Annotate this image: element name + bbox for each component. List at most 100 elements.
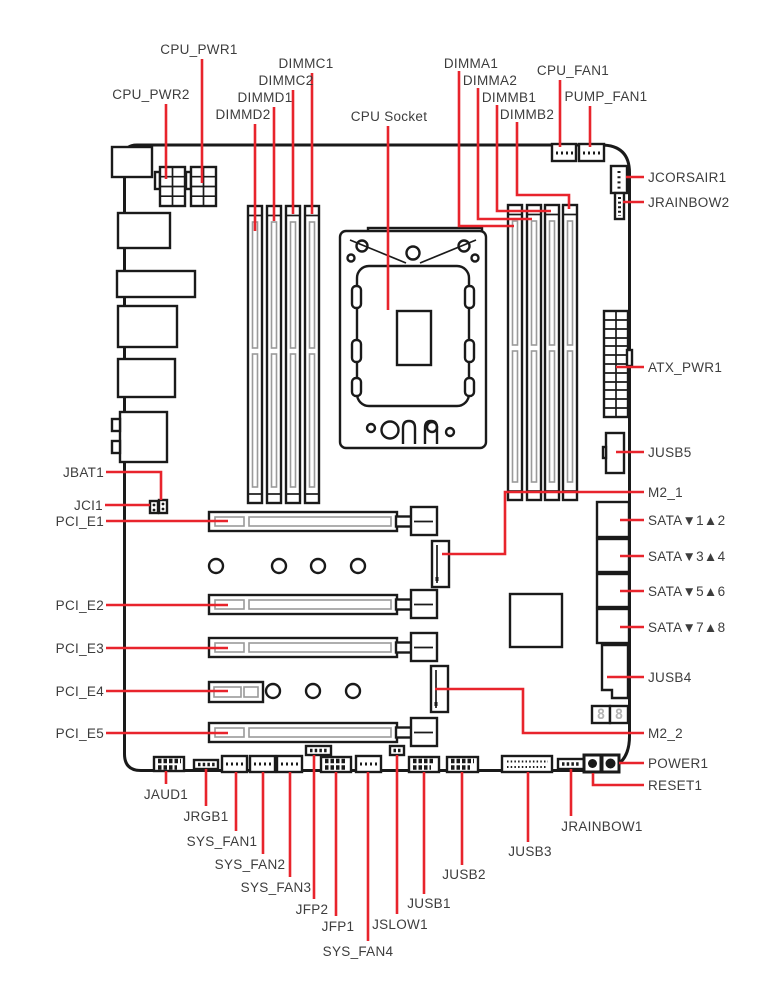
rear-io-block (110, 145, 154, 179)
rear-io-block (116, 304, 179, 349)
leader-m2-2 (435, 687, 644, 735)
label-pci-e3: PCI_E3 (56, 641, 104, 656)
leader-dimmb2 (515, 122, 571, 209)
sys-fan2-header (248, 754, 277, 774)
label-cpu-fan1: CPU_FAN1 (537, 63, 609, 78)
label-pci-e1: PCI_E1 (56, 514, 104, 529)
rear-io-audio-block (110, 410, 169, 464)
label-jusb1: JUSB1 (407, 896, 451, 911)
jusb2-header (445, 755, 480, 774)
leader-dimma1 (457, 71, 514, 228)
leader-dimma2 (476, 88, 532, 221)
label-sys-fan4: SYS_FAN4 (323, 944, 394, 959)
label-jci1: JCI1 (74, 498, 103, 513)
cpu-socket (338, 226, 488, 450)
mounting-hole (349, 557, 367, 575)
label-jfp2: JFP2 (296, 902, 329, 917)
label-dimmd1: DIMMD1 (237, 90, 292, 105)
leader-dimmb1 (495, 105, 551, 213)
pcie-slot-2 (207, 588, 439, 620)
cpu-pwr2-connector (153, 165, 187, 208)
jrainbow1-header (556, 757, 586, 771)
label-pci-e4: PCI_E4 (56, 684, 105, 699)
label-reset1: RESET1 (648, 778, 702, 793)
jusb1-header (407, 755, 441, 774)
label-dimmd2: DIMMD2 (215, 107, 270, 122)
cpu-fan1-header (550, 142, 578, 163)
label-jrgb1: JRGB1 (183, 809, 228, 824)
cpu-pwr1-connector (184, 165, 218, 208)
label-jfp1: JFP1 (322, 919, 355, 934)
mounting-hole (304, 682, 322, 700)
label-dimmc1: DIMMC1 (278, 56, 333, 71)
dimm-slot-dimmb1 (543, 203, 561, 502)
m2-slot-1 (430, 539, 451, 589)
label-atx-pwr1: ATX_PWR1 (648, 360, 722, 375)
label-cpu-pwr2: CPU_PWR2 (112, 87, 189, 102)
dimm-slot-dimma1 (506, 203, 524, 502)
rear-io-block (115, 269, 197, 299)
mounting-hole (270, 557, 288, 575)
label-jcorsair1: JCORSAIR1 (648, 170, 726, 185)
label-dimma1: DIMMA1 (444, 56, 498, 71)
label-pci-e2: PCI_E2 (56, 598, 104, 613)
mounting-hole (264, 682, 282, 700)
label-jusb4: JUSB4 (648, 670, 692, 685)
chipset (508, 592, 564, 649)
leader-m2-1 (442, 490, 644, 556)
rear-io-block (116, 211, 172, 250)
jusb3-header (500, 754, 554, 774)
label-sata-34: SATA▼3▲4 (648, 549, 726, 564)
label-jrainbow2: JRAINBOW2 (648, 195, 729, 210)
jcorsair1-connector (609, 164, 629, 195)
label-m2-2: M2_2 (648, 726, 683, 741)
label-cpu-socket: CPU Socket (351, 109, 428, 124)
label-jusb2: JUSB2 (442, 867, 486, 882)
pcie-slot-1 (207, 505, 439, 537)
label-sata-12: SATA▼1▲2 (648, 513, 725, 528)
label-m2-1: M2_1 (648, 485, 683, 500)
dimm-slot-dimma2 (525, 203, 543, 502)
label-cpu-pwr1: CPU_PWR1 (160, 42, 237, 57)
sys-fan3-header (275, 754, 304, 774)
pump-fan1-header (577, 142, 606, 163)
rear-io-block (116, 357, 177, 399)
leader-jbat1 (106, 470, 163, 500)
debug-led-right-digit: 8 (615, 707, 623, 723)
label-dimmc2: DIMMC2 (258, 73, 313, 88)
jrgb1-header (192, 758, 220, 771)
label-sys-fan2: SYS_FAN2 (215, 857, 286, 872)
mounting-hole (344, 682, 362, 700)
label-jaud1: JAUD1 (144, 787, 188, 802)
label-pump-fan1: PUMP_FAN1 (565, 89, 648, 104)
label-jrainbow1: JRAINBOW1 (561, 819, 642, 834)
dimm-slot-dimmc2 (284, 204, 302, 505)
mounting-hole (309, 557, 327, 575)
sys-fan4-header (354, 754, 383, 774)
label-sys-fan3: SYS_FAN3 (241, 880, 312, 895)
label-sata-56: SATA▼5▲6 (648, 584, 725, 599)
dimm-slot-dimmc1 (303, 204, 321, 505)
jusb4-connector (600, 643, 630, 700)
label-dimmb1: DIMMB1 (482, 90, 536, 105)
label-jusb3: JUSB3 (508, 844, 552, 859)
debug-led-display: 8 8 (590, 704, 630, 725)
dimm-slot-dimmb2 (561, 203, 579, 502)
label-jbat1: JBAT1 (63, 465, 104, 480)
label-pci-e5: PCI_E5 (56, 726, 104, 741)
label-jusb5: JUSB5 (648, 445, 692, 460)
jci1-jumper (148, 499, 160, 515)
leader-reset1 (591, 773, 644, 787)
label-dimma2: DIMMA2 (463, 73, 517, 88)
jaud1-header (152, 755, 186, 773)
label-sys-fan1: SYS_FAN1 (187, 834, 258, 849)
jfp2-header (304, 744, 333, 757)
reset1-button (582, 753, 603, 774)
label-power1: POWER1 (648, 756, 708, 771)
debug-led-left-digit: 8 (597, 707, 605, 723)
dimm-slot-dimmd2 (246, 204, 264, 505)
pcie-slot-4 (207, 680, 265, 704)
jrainbow2-connector (613, 191, 626, 221)
mounting-hole (207, 557, 225, 575)
